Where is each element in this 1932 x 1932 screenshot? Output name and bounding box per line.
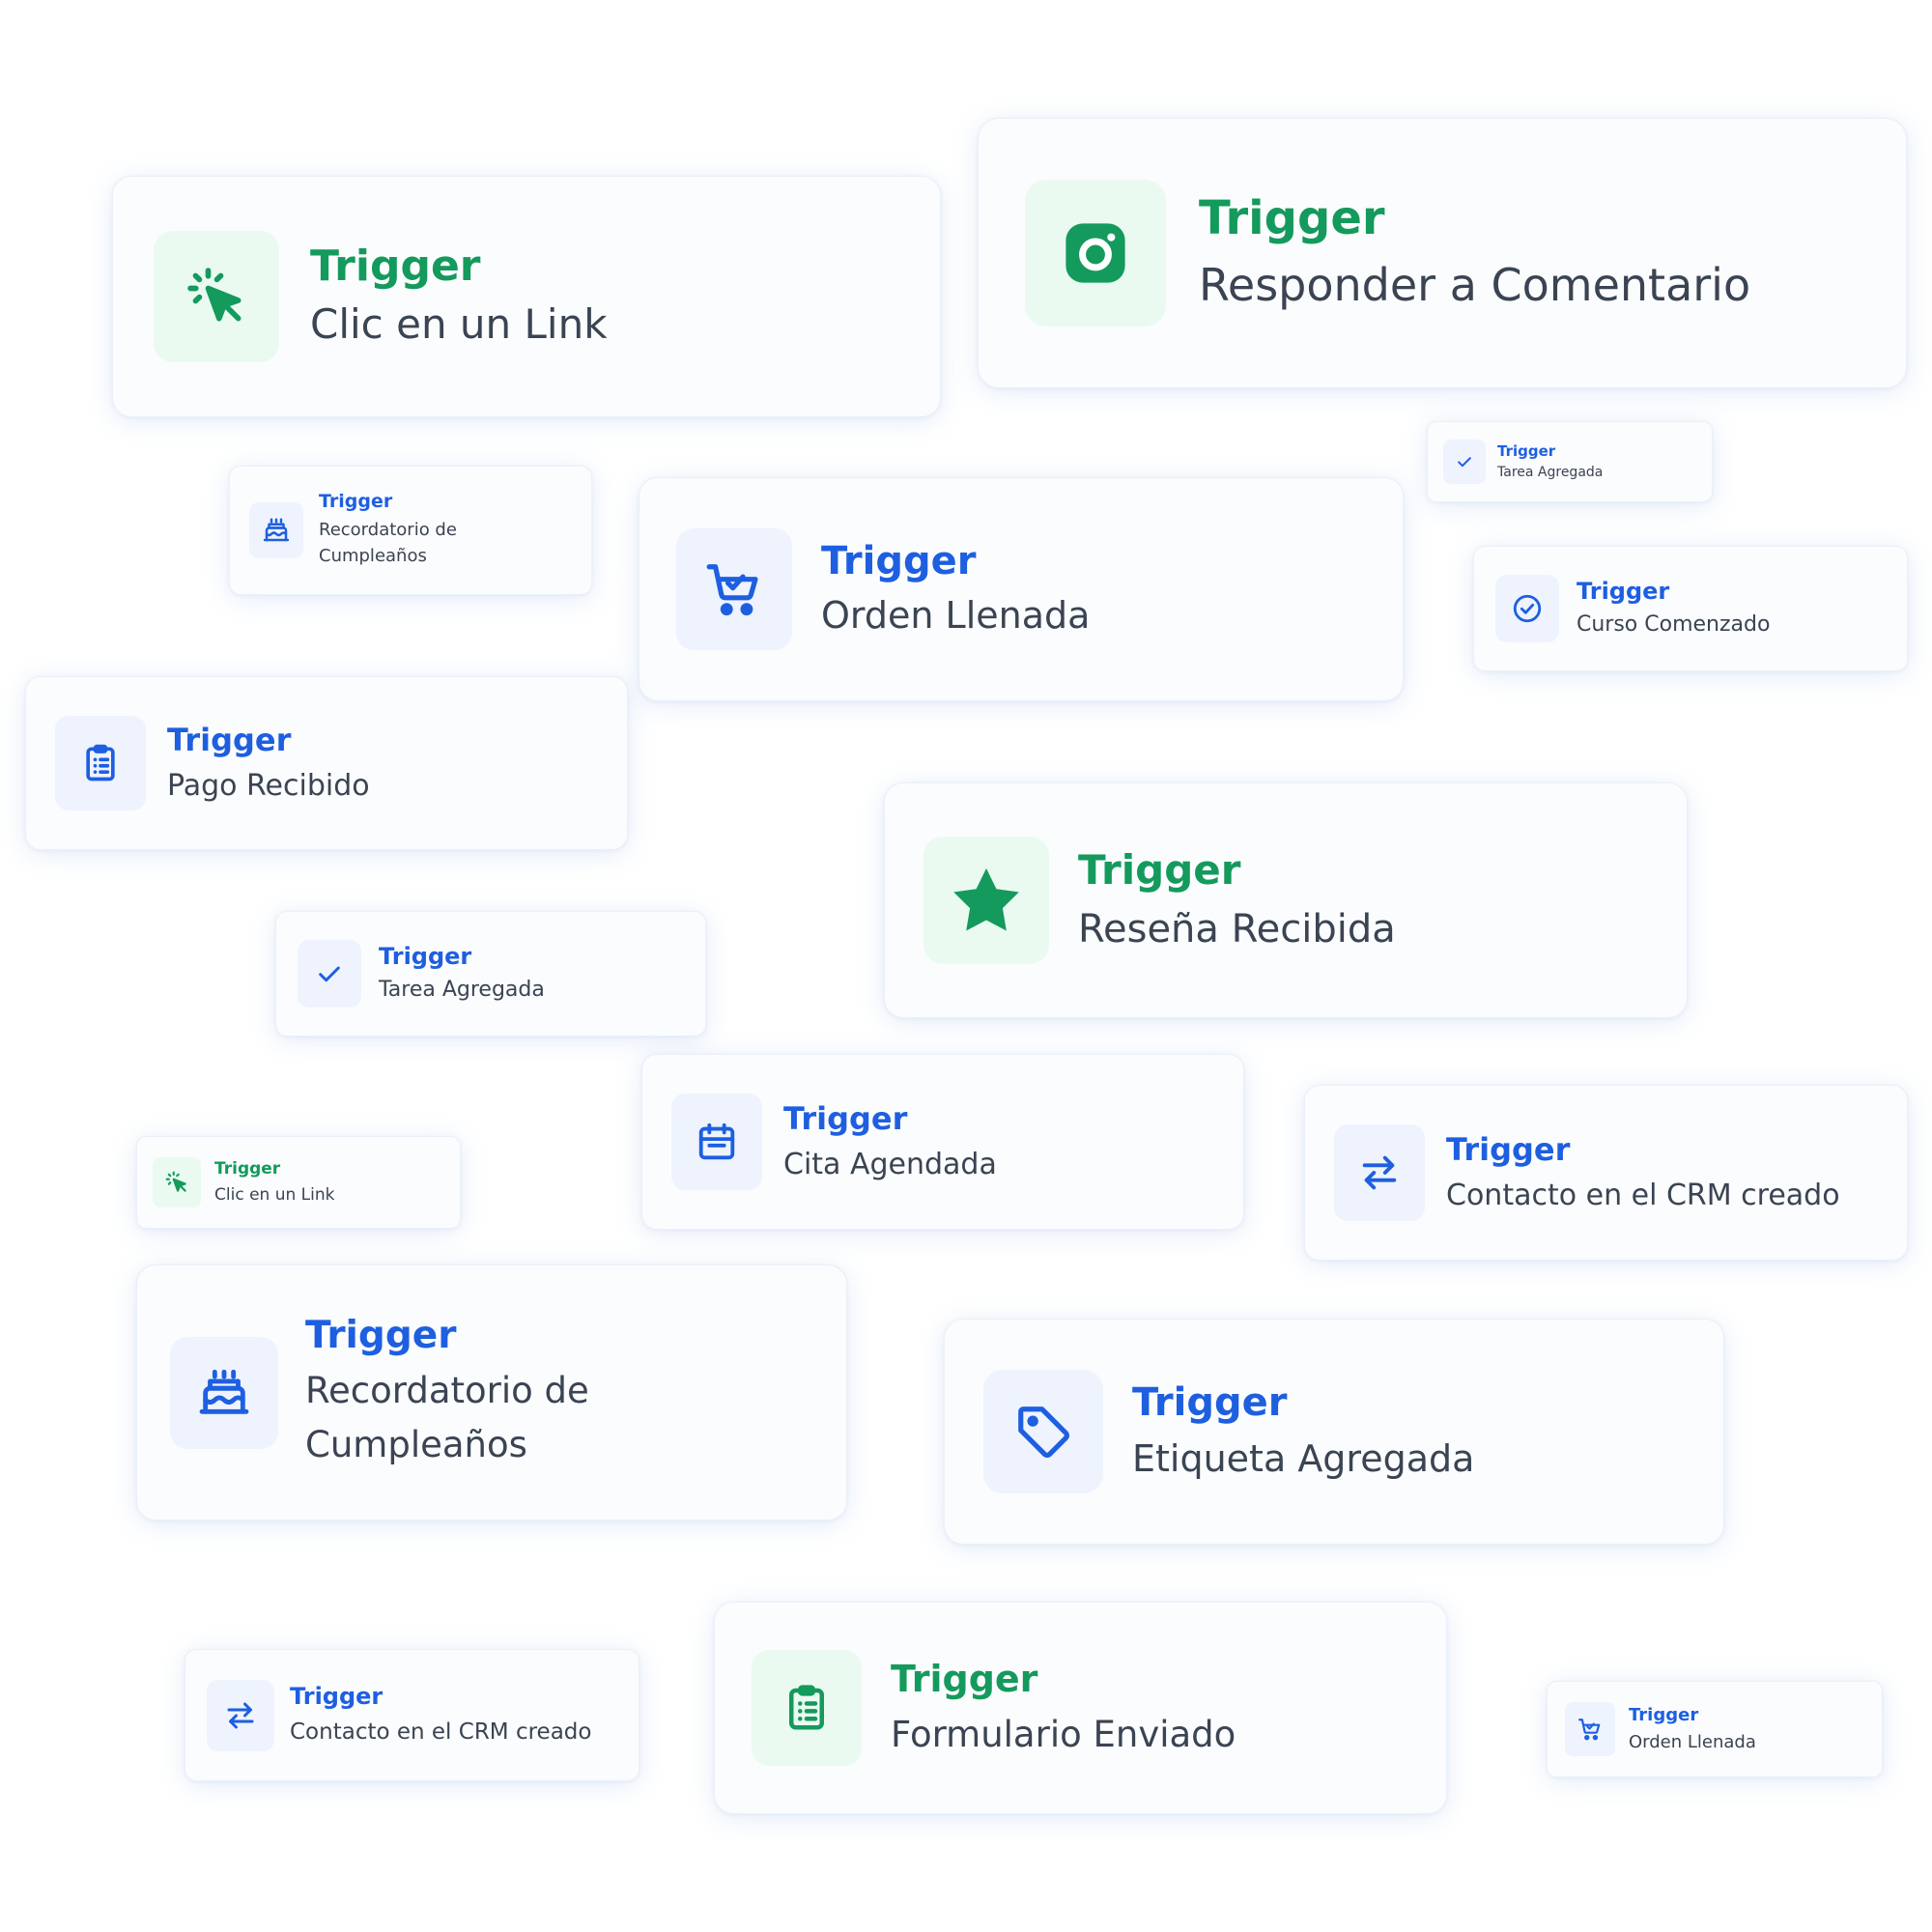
cart-icon — [1578, 1719, 1601, 1741]
trigger-card-reply-comment[interactable]: Trigger Responder a Comentario — [978, 118, 1907, 388]
trigger-label: Trigger — [783, 1100, 908, 1138]
trigger-label: Trigger — [1629, 1704, 1699, 1725]
trigger-card-click-link-small[interactable]: Trigger Clic en un Link — [136, 1136, 461, 1229]
check-icon-box — [1443, 440, 1486, 484]
arrows-swap-icon-box — [207, 1679, 274, 1751]
calendar-icon-box — [671, 1094, 762, 1190]
trigger-name: Contacto en el CRM creado — [290, 1719, 592, 1745]
trigger-label: Trigger — [821, 539, 977, 584]
trigger-name: Contacto en el CRM creado — [1446, 1178, 1840, 1212]
check-icon-box — [298, 940, 361, 1008]
trigger-label: Trigger — [1132, 1380, 1288, 1426]
trigger-card-payment-received[interactable]: Trigger Pago Recibido — [25, 676, 628, 850]
trigger-name: Tarea Agregada — [379, 978, 545, 1003]
trigger-card-task-added[interactable]: Trigger Tarea Agregada — [1427, 421, 1713, 502]
trigger-name: Formulario Enviado — [891, 1713, 1236, 1755]
trigger-card-crm-contact-small[interactable]: Trigger Contacto en el CRM creado — [185, 1649, 639, 1781]
trigger-name: Clic en un Link — [310, 300, 608, 349]
check-icon — [319, 966, 340, 982]
trigger-card-task-added-small[interactable]: Trigger Tarea Agregada — [275, 911, 706, 1037]
trigger-label: Trigger — [891, 1658, 1038, 1701]
clipboard-list-icon — [789, 1685, 824, 1730]
trigger-label: Trigger — [1577, 578, 1670, 606]
trigger-name: Clic en un Link — [214, 1185, 335, 1206]
trigger-name: Curso Comenzado — [1577, 612, 1771, 638]
trigger-card-order-filled-small[interactable]: Trigger Orden Llenada — [1547, 1681, 1883, 1777]
trigger-label: Trigger — [1497, 441, 1556, 460]
trigger-card-appointment[interactable]: Trigger Cita Agendada — [641, 1054, 1244, 1230]
trigger-card-birthday-reminder-large[interactable]: Trigger Recordatorio de Cumpleaños — [136, 1264, 847, 1520]
cursor-click-icon — [187, 268, 242, 322]
cursor-click-icon-box — [154, 231, 279, 362]
cart-icon-box — [676, 528, 792, 650]
check-icon — [1458, 457, 1471, 468]
tag-icon-box — [983, 1370, 1103, 1493]
trigger-card-course-started[interactable]: Trigger Curso Comenzado — [1473, 546, 1908, 671]
trigger-name: Tarea Agregada — [1497, 464, 1604, 480]
trigger-label: Trigger — [167, 722, 292, 759]
check-circle-icon-box — [1495, 575, 1559, 642]
trigger-card-order-filled[interactable]: Trigger Orden Llenada — [639, 477, 1404, 701]
trigger-label: Trigger — [319, 490, 393, 512]
trigger-card-form-submitted[interactable]: Trigger Formulario Enviado — [714, 1602, 1447, 1814]
trigger-card-click-link[interactable]: Trigger Clic en un Link — [112, 176, 941, 417]
instagram-icon-box — [1025, 180, 1166, 327]
trigger-name: Cita Agendada — [783, 1147, 997, 1181]
trigger-label: Trigger — [290, 1683, 384, 1711]
star-icon-box — [923, 837, 1049, 964]
clipboard-list-icon-box — [752, 1650, 862, 1766]
trigger-card-review-received[interactable]: Trigger Reseña Recibida — [884, 782, 1688, 1018]
trigger-name: Orden Llenada — [1629, 1732, 1756, 1753]
cursor-click-icon-box — [153, 1157, 201, 1208]
trigger-name: Etiqueta Agregada — [1132, 1437, 1475, 1481]
arrows-swap-icon — [1362, 1155, 1397, 1190]
cake-icon-box — [249, 502, 303, 558]
tag-icon — [1018, 1406, 1069, 1458]
calendar-icon — [698, 1122, 735, 1160]
trigger-card-crm-contact[interactable]: Trigger Contacto en el CRM creado — [1304, 1085, 1908, 1261]
clipboard-list-icon — [86, 744, 115, 781]
cake-icon — [263, 518, 290, 542]
trigger-label: Trigger — [214, 1158, 281, 1179]
trigger-card-tag-added[interactable]: Trigger Etiqueta Agregada — [944, 1319, 1724, 1545]
clipboard-list-icon-box — [55, 716, 146, 810]
arrows-swap-icon — [227, 1702, 254, 1728]
check-circle-icon — [1513, 594, 1542, 623]
trigger-label: Trigger — [379, 943, 472, 971]
instagram-icon — [1065, 223, 1125, 283]
trigger-name: Recordatorio de Cumpleaños — [319, 519, 457, 567]
trigger-label: Trigger — [310, 242, 481, 292]
cake-icon — [199, 1369, 249, 1414]
trigger-label: Trigger — [305, 1313, 457, 1357]
cart-icon — [706, 564, 758, 616]
star-icon — [953, 867, 1019, 931]
trigger-name: Pago Recibido — [167, 768, 370, 803]
trigger-name: Recordatorio de Cumpleaños — [305, 1370, 589, 1465]
trigger-card-birthday-reminder[interactable]: Trigger Recordatorio de Cumpleaños — [229, 466, 592, 595]
trigger-name: Reseña Recibida — [1078, 907, 1396, 952]
cart-icon-box — [1565, 1702, 1615, 1756]
arrows-swap-icon-box — [1334, 1124, 1425, 1221]
trigger-name: Orden Llenada — [821, 594, 1091, 638]
trigger-name: Responder a Comentario — [1199, 258, 1751, 311]
trigger-label: Trigger — [1199, 191, 1385, 246]
trigger-label: Trigger — [1078, 845, 1241, 894]
trigger-label: Trigger — [1446, 1131, 1571, 1169]
cake-icon-box — [170, 1336, 278, 1449]
cursor-click-icon — [165, 1171, 186, 1192]
